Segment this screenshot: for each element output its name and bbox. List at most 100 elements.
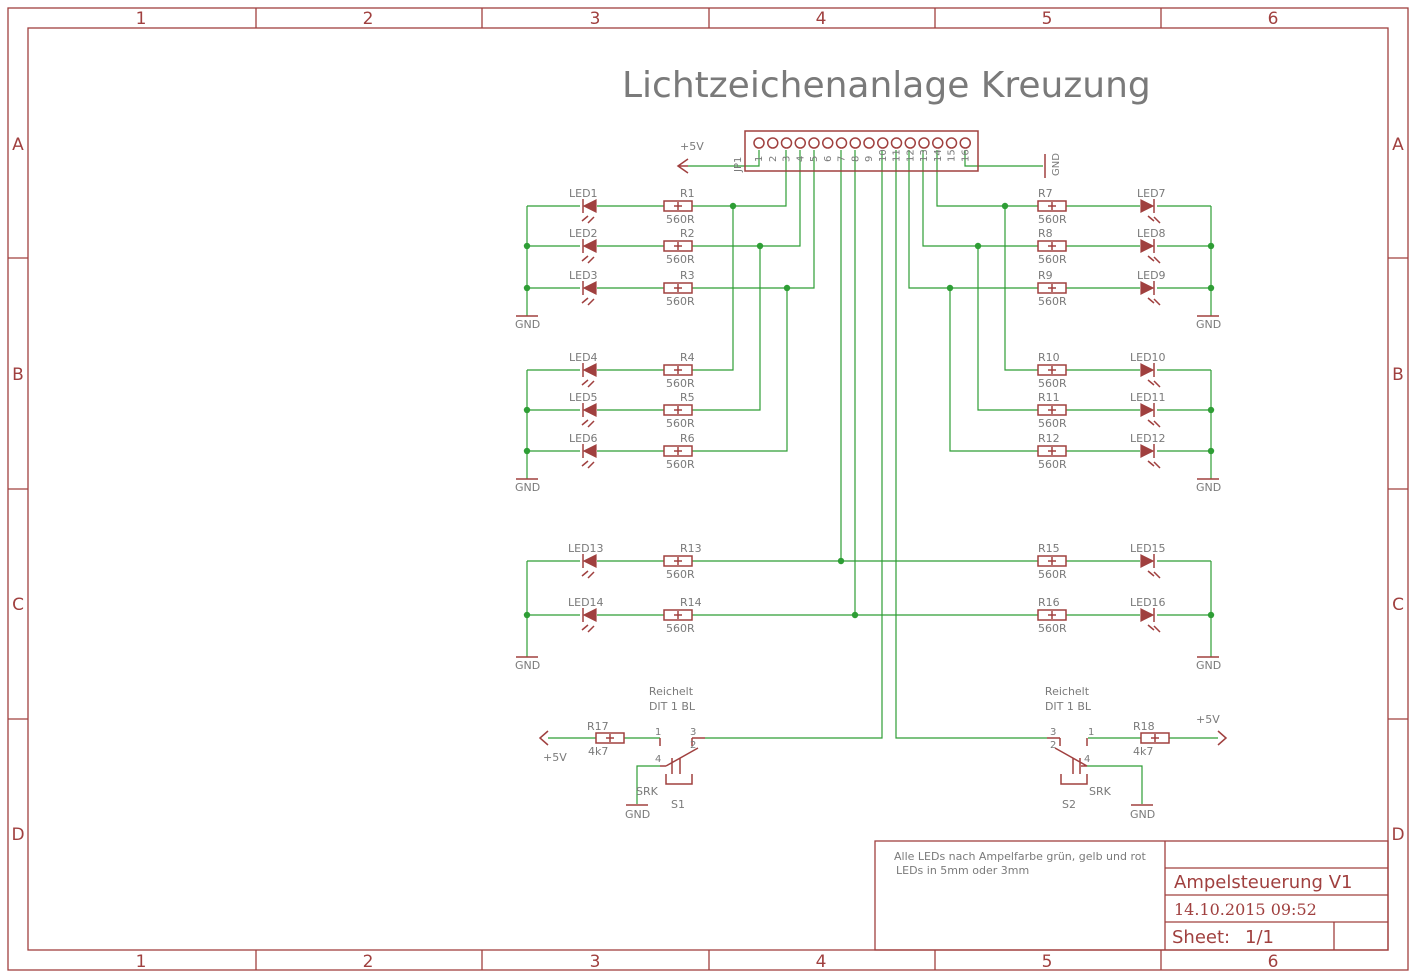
zone-row-right-D: D: [1391, 825, 1404, 845]
zone-column-bottom-6: 6: [1268, 952, 1279, 972]
resistor-label: R2: [680, 227, 695, 240]
jp1-pin-9: [863, 137, 875, 149]
s2-type: SRK: [1089, 785, 1112, 798]
sheet-value: 1/1: [1245, 927, 1274, 948]
supply-label: +5V: [680, 140, 704, 153]
drawing-name: Ampelsteuerung V1: [1174, 872, 1352, 893]
resistor-r4: [663, 364, 693, 376]
led-diode-icon: [582, 444, 597, 458]
s1-gnd-label: GND: [625, 808, 650, 821]
s2-supply-label: +5V: [1196, 713, 1220, 726]
resistor-r5: [663, 404, 693, 416]
resistor-label: R12: [1038, 432, 1060, 445]
jp1-pin-number: 1: [754, 156, 765, 162]
jp1-pin-number: 12: [905, 149, 916, 162]
s1-vendor: Reichelt: [649, 685, 694, 698]
s1-pin-2: 2: [690, 740, 696, 751]
jp1-pin-number: 4: [795, 156, 806, 162]
resistor-r2: [663, 240, 693, 252]
led-diode-icon: [582, 403, 597, 417]
r17-value: 4k7: [588, 745, 608, 758]
led-diode-icon: [1140, 403, 1155, 417]
resistor-value: 560R: [1038, 417, 1067, 430]
gnd-label: GND: [515, 659, 540, 672]
resistor-label: R9: [1038, 269, 1053, 282]
led-label: LED7: [1137, 187, 1166, 200]
led-diode-icon: [1140, 199, 1155, 213]
jp1-pin-10: [877, 137, 889, 149]
schematic-title: Lichtzeichenanlage Kreuzung: [622, 65, 1151, 106]
junction-dot: [1207, 406, 1215, 414]
junction-dot: [523, 242, 531, 250]
zone-row-left-C: C: [12, 595, 24, 615]
jp1-pin-number: 14: [933, 149, 944, 162]
led-diode-icon: [1140, 554, 1155, 568]
junction-dot: [523, 284, 531, 292]
jp1-pin-number: 2: [768, 156, 779, 162]
jp1-pin-number: 5: [809, 156, 820, 162]
zone-column-top-3: 3: [590, 9, 601, 29]
resistor-value: 560R: [1038, 213, 1067, 226]
jp1-pin-5: [808, 137, 820, 149]
jp1-pin-1: [753, 137, 765, 149]
note-line-2: LEDs in 5mm oder 3mm: [896, 864, 1029, 877]
resistor-value: 560R: [666, 568, 695, 581]
resistor-label: R16: [1038, 596, 1060, 609]
led-diode-icon: [1140, 281, 1155, 295]
led-diode-icon: [582, 554, 597, 568]
zone-column-bottom-2: 2: [363, 952, 374, 972]
junction-dot: [1207, 611, 1215, 619]
zone-row-right-B: B: [1392, 365, 1404, 385]
jp1-pin-number: 11: [892, 149, 903, 162]
s2-name: S2: [1062, 798, 1076, 811]
zone-column-bottom-3: 3: [590, 952, 601, 972]
led-label: LED15: [1130, 542, 1166, 555]
led-diode-icon: [582, 363, 597, 377]
jp1-pin-13: [918, 137, 930, 149]
jp1-pin-14: [932, 137, 944, 149]
led-diode-icon: [582, 239, 597, 253]
resistor-value: 560R: [1038, 295, 1067, 308]
gnd-label: GND: [1196, 318, 1221, 331]
note-line-1: Alle LEDs nach Ampelfarbe grün, gelb und…: [894, 850, 1146, 863]
resistor-r12: [1037, 445, 1067, 457]
led-label: LED6: [569, 432, 598, 445]
zone-column-top-2: 2: [363, 9, 374, 29]
s1-part: DIT 1 BL: [649, 700, 696, 713]
sheet-label: Sheet:: [1172, 927, 1230, 948]
s1-supply-label: +5V: [543, 751, 567, 764]
led-diode-icon: [1140, 444, 1155, 458]
s1-pin-1: 1: [655, 727, 661, 738]
zone-column-top-1: 1: [136, 9, 147, 29]
s2-part: DIT 1 BL: [1045, 700, 1092, 713]
jp1-pin-number: 8: [850, 156, 861, 162]
resistor-r7: [1037, 200, 1067, 212]
resistor-label: R10: [1038, 351, 1060, 364]
zone-row-left-D: D: [11, 825, 24, 845]
s1-pin-3: 3: [690, 727, 696, 738]
junction-dot: [1207, 447, 1215, 455]
jp1-pin-11: [890, 137, 903, 149]
gnd-label: GND: [515, 481, 540, 494]
jp1-pin-15: [945, 137, 958, 149]
drawing-frame: [7, 7, 1409, 971]
led-diode-icon: [582, 199, 597, 213]
resistor-label: R4: [680, 351, 695, 364]
junction-dot: [851, 611, 859, 619]
resistor-label: R5: [680, 391, 695, 404]
zone-column-bottom-5: 5: [1042, 952, 1053, 972]
led-label: LED11: [1130, 391, 1166, 404]
junction-dot: [974, 242, 982, 250]
junction-dot: [523, 406, 531, 414]
switch-s2: 1 2 3 4 Reichelt DIT 1 BL SRK S2 R18 4k7…: [1045, 685, 1228, 821]
